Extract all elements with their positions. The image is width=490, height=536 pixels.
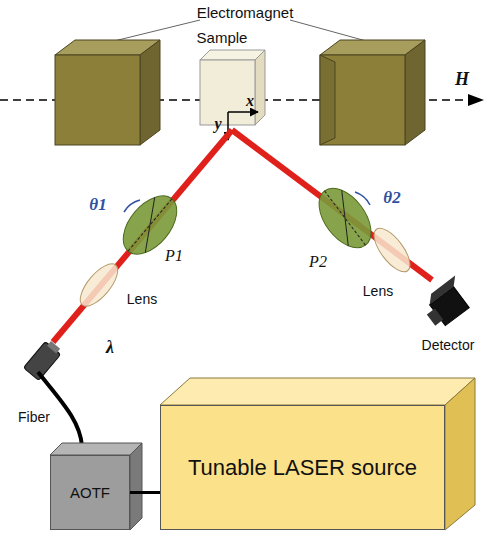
angle-label: θ2: [383, 189, 400, 208]
part-name: Electromagnet: [197, 5, 294, 22]
laser-side-face: [445, 378, 475, 530]
laser-beam: [53, 130, 232, 342]
sample-cube: [200, 50, 265, 125]
connector-cable: [130, 491, 160, 494]
optical-fiber: [38, 372, 82, 446]
field-arrowhead: [468, 94, 484, 106]
lens: [74, 258, 124, 312]
angle-label: θ1: [89, 196, 106, 215]
laser-top-face: [160, 378, 475, 405]
electromagnet-right: [320, 40, 425, 145]
part-name: Detector: [422, 338, 475, 353]
x-axis: [228, 111, 258, 113]
detector-icon: [418, 276, 475, 331]
part-name: Lens: [127, 292, 157, 307]
box-text: Tunable LASER source: [188, 455, 417, 481]
fiber-connector: [23, 339, 63, 381]
axis-label: x: [246, 92, 254, 110]
box-text: AOTF: [70, 484, 110, 501]
aotf-top-face: [50, 443, 142, 455]
part-name: Sample: [197, 30, 248, 47]
polarizer-label: P2: [309, 253, 327, 271]
electromagnet-left: [55, 40, 160, 145]
laser-beam: [232, 130, 432, 280]
laser-source-box: Tunable LASER source: [160, 405, 445, 530]
part-name: Lens: [363, 284, 393, 299]
field-label: H: [455, 70, 469, 90]
aotf-box: AOTF: [50, 455, 130, 530]
polarizer-label: P1: [165, 247, 183, 265]
wavelength-label: λ: [106, 338, 114, 358]
polarizer-p1: [113, 186, 187, 264]
angle-arc: [124, 200, 140, 212]
leader-line: [290, 20, 370, 42]
polarizer-p2: [309, 179, 382, 257]
aotf-side-face: [130, 443, 142, 530]
axis-label: y: [214, 115, 221, 133]
part-name: Fiber: [18, 410, 50, 425]
lens: [368, 223, 417, 278]
leader-line: [110, 20, 200, 42]
angle-arc: [355, 192, 370, 205]
